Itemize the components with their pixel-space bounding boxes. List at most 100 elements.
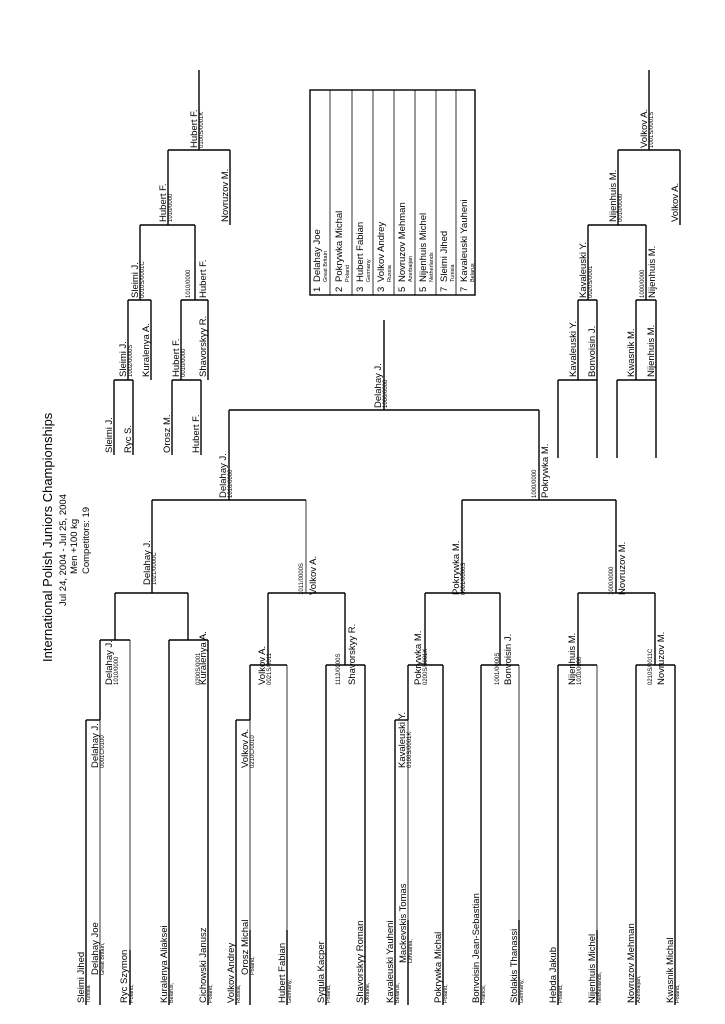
match-winner: Volkov A.	[670, 183, 681, 222]
event-title: International Polish Juniors Championshi…	[40, 412, 55, 662]
match-score: 0200S/0001	[196, 652, 202, 685]
result-country: Tunisia	[450, 264, 456, 282]
match-score: 1112/0000S	[336, 654, 342, 685]
competitor-country: Tunisia	[86, 985, 92, 1003]
competitor-name: Sleimi Jihed	[76, 952, 87, 1003]
competitor-country: Poland,	[208, 984, 214, 1003]
repechage-name: Sleimi J.	[104, 417, 115, 453]
bronze-score: 0100S/0001K	[199, 112, 205, 148]
match-winner: Volkov A.	[257, 646, 268, 685]
match-winner: Kwasnik M.	[626, 328, 637, 377]
competitor-name: Hebda Jakub	[548, 947, 559, 1003]
header: International Polish Juniors Championshi…	[40, 412, 92, 662]
match-winner: Hubert F.	[171, 338, 182, 377]
competitor-name: Volkov Andrey	[226, 943, 237, 1003]
match-winner: Volkov A.	[308, 556, 319, 595]
match-winner: Delahay J.	[142, 540, 153, 585]
pool-list: Sleimi Jihed Tunisia Delahay Joe Great B…	[76, 870, 681, 1005]
match-winner: Shavorskyy R.	[198, 316, 209, 377]
competitor-name: Nijenhuis Michel	[587, 934, 598, 1003]
match-winner: Volkov A.	[240, 729, 251, 768]
competitor-name: Sygula Kacper	[316, 941, 327, 1003]
competitor-name: Hubert Fabian	[277, 943, 288, 1003]
match-winner: Pokrywka M.	[540, 444, 551, 498]
main-bracket-labels: Delahay J. 0001C/0100 Delahay J. 1010/00…	[90, 363, 667, 768]
match-winner: Kuralenya A.	[198, 631, 209, 685]
competitor-country: Netherlands,	[597, 971, 603, 1003]
event-dates: Jul 24, 2004 - Jul 25, 2004	[58, 494, 69, 606]
final-winner: Delahay J.	[373, 363, 384, 408]
competitor-country: Lithuania,	[408, 939, 414, 963]
repechage-name: Orosz M.	[162, 414, 173, 453]
competitor-country: Germany,	[287, 979, 293, 1003]
match-winner: Sleimi J.	[130, 262, 141, 298]
result-country: Belarus	[470, 263, 476, 282]
competitor-country: France,	[481, 984, 487, 1003]
match-winner: Kavaleuski Y.	[568, 321, 579, 377]
match-winner: Kavaleuski Y.	[578, 242, 589, 298]
competitor-name: Kavaleuski Yauheni	[385, 920, 396, 1003]
competitor-name: Delahay Joe	[90, 922, 101, 975]
competitor-country: Russia,	[236, 984, 242, 1003]
result-name: Kavaleuski Yauheni	[459, 199, 470, 282]
match-winner: Delahay J.	[104, 640, 115, 685]
match-winner: Delahay J.	[218, 453, 229, 498]
match-score: 0021S/0011	[267, 652, 273, 685]
match-score: 1021/0000C	[152, 552, 158, 585]
match-winner: Bonvoisin J.	[503, 634, 514, 685]
match-winner: Shavorskyy R.	[347, 624, 358, 685]
result-place: 3	[355, 287, 366, 292]
match-winner: Hubert F.	[158, 183, 169, 222]
main-bracket-lines	[85, 320, 676, 950]
competitor-country: Belarus,	[395, 982, 401, 1003]
bronze-winner: Hubert F.	[189, 109, 200, 148]
bronze-winner: Volkov A.	[639, 109, 650, 148]
competitor-name: Kuralenya Aliaksei	[159, 925, 170, 1003]
bronze-score: 1001S/0001S	[649, 112, 655, 148]
competitor-name: Mackevskis Tomas	[398, 883, 409, 963]
match-winner: Pokrywka M.	[451, 541, 462, 595]
competitor-country: Poland,	[443, 984, 449, 1003]
competitor-country: Great Britain,	[100, 942, 106, 975]
competitor-name: Ryc Szymon	[119, 950, 130, 1003]
competitor-country: Poland,	[326, 984, 332, 1003]
result-name: Volkov Andrey	[376, 222, 387, 282]
match-score: 1010/0000	[186, 269, 192, 298]
match-winner: Novruzov M.	[656, 632, 667, 685]
match-score: 0100S/0001K	[407, 732, 413, 768]
result-country: Netherlands	[429, 252, 435, 282]
result-country: Russia	[387, 264, 393, 282]
weight-category: Men +100 kg	[69, 519, 80, 574]
competitor-name: Orosz Michal	[240, 920, 251, 975]
match-winner: Nijenhuis M.	[647, 246, 658, 298]
result-name: Novruzov Mehman	[397, 202, 408, 282]
match-score: 1002/0000S	[128, 345, 134, 377]
match-score: 0001C/0100	[100, 735, 106, 768]
result-name: Sleimi Jihed	[439, 231, 450, 282]
match-winner: Sleimi J.	[118, 341, 129, 377]
match-winner: Bonvoisin J.	[587, 326, 598, 377]
competitor-country: Belarus,	[169, 982, 175, 1003]
match-winner: Nijenhuis M.	[646, 325, 657, 377]
match-score: 1010/0000	[168, 193, 174, 222]
competitor-country: Poland,	[129, 984, 135, 1003]
result-place: 2	[334, 287, 345, 292]
match-score: 1010/0000	[114, 656, 120, 685]
result-place: 7	[459, 287, 470, 292]
match-score: 1010/0000	[228, 469, 234, 498]
competitor-country: Germany,	[519, 979, 525, 1003]
match-score: 0020S/0001	[588, 265, 594, 298]
repechage-bottom: Kavaleuski Y. Bonvoisin J. Kwasnik M. Ni…	[557, 70, 681, 458]
match-score: 0010/0000	[181, 348, 187, 377]
match-score: 0010S/0001C	[140, 261, 146, 298]
competitor-country: Poland,	[250, 956, 256, 975]
match-score: 1000/0000	[640, 269, 646, 298]
result-name: Pokrywka Michal	[334, 211, 345, 282]
match-winner: Nijenhuis M.	[567, 633, 578, 685]
competitor-country: Ukraine,	[365, 982, 371, 1003]
result-place: 1	[312, 287, 323, 292]
competitor-country: Poland,	[675, 984, 681, 1003]
results-table: 1 Delahay Joe Great Britain 2 Pokrywka M…	[309, 89, 476, 296]
competitor-name: Shavorskyy Roman	[355, 921, 366, 1003]
